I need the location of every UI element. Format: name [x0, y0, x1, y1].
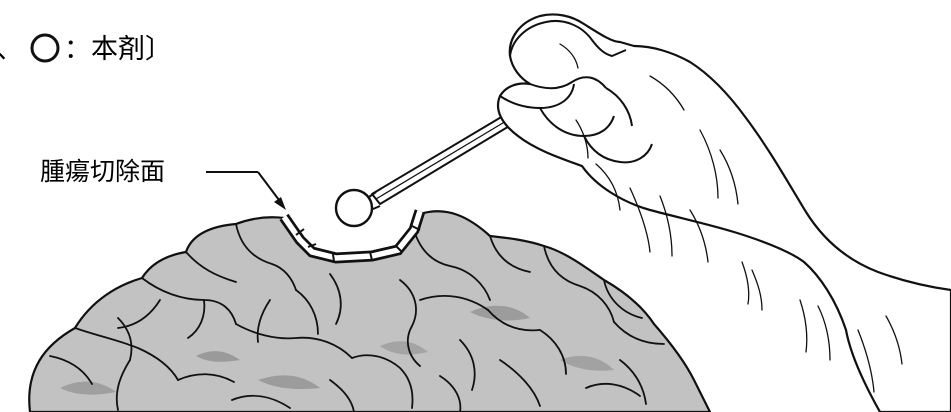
- legend-suffix: ：本剤〕: [64, 34, 172, 65]
- resection-surface-callout: 腫瘍切除面: [40, 157, 286, 210]
- legend: 、 ：本剤〕: [0, 34, 172, 65]
- arrow-head-icon: [274, 197, 286, 210]
- brain: [29, 211, 710, 412]
- legend-prefix: 、: [0, 34, 23, 65]
- agent-circle-icon: [32, 35, 58, 61]
- brain-silhouette: [29, 211, 710, 412]
- hemostatic-agent-sphere: [336, 190, 372, 226]
- resection-surface-label: 腫瘍切除面: [40, 157, 165, 186]
